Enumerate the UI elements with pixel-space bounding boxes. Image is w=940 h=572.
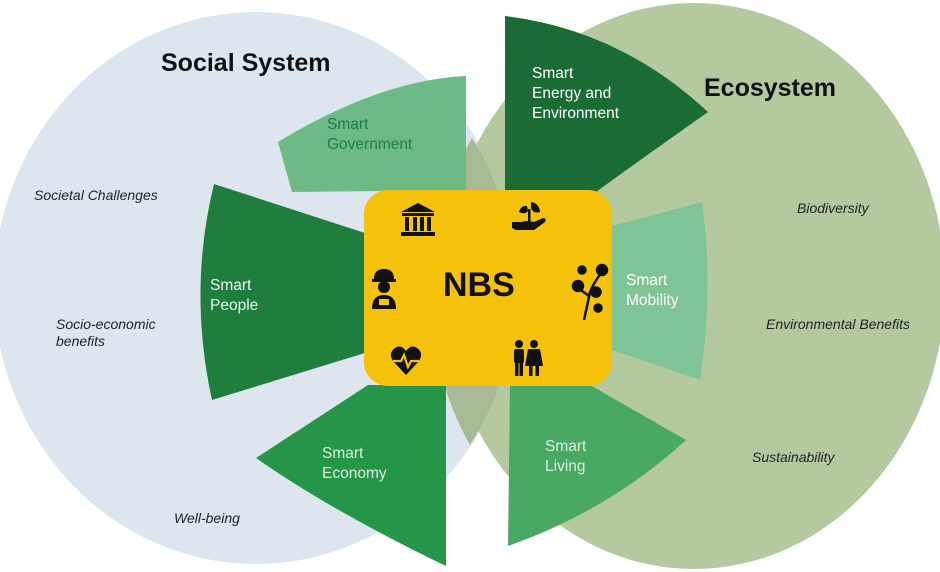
social-note-well-being: Well-being <box>174 510 240 526</box>
segment-smart-government <box>278 76 466 192</box>
nbs-center-box <box>364 190 612 386</box>
plant-in-hand-icon <box>512 202 546 230</box>
couple-icon <box>514 340 543 376</box>
social-note-socio-economic: Socio-economic benefits <box>56 316 156 349</box>
segment-label-smart-government: Smart Government <box>327 116 413 153</box>
segment-label-smart-energy: Smart Energy and Environment <box>532 65 620 122</box>
segment-smart-living <box>508 385 686 546</box>
segment-smart-people <box>200 184 368 400</box>
flower-branch-icon <box>571 263 609 321</box>
eco-note-environmental-benefits: Environmental Benefits <box>766 316 910 332</box>
ecosystem-title: Ecosystem <box>704 74 837 102</box>
segment-label-smart-people: Smart People <box>210 277 259 314</box>
eco-note-sustainability: Sustainability <box>752 449 835 465</box>
social-system-title: Social System <box>161 49 331 77</box>
worker-icon <box>372 269 396 309</box>
heart-pulse-icon <box>390 346 422 375</box>
eco-note-biodiversity: Biodiversity <box>797 200 869 216</box>
segment-label-smart-mobility: Smart Mobility <box>626 272 679 309</box>
social-note-societal-challenges: Societal Challenges <box>34 187 158 203</box>
nbs-center-label: NBS <box>443 266 515 304</box>
segment-smart-economy <box>256 385 446 566</box>
segment-label-smart-economy: Smart Economy <box>322 445 387 482</box>
bank-icon <box>401 203 435 236</box>
segment-smart-mobility <box>612 202 708 380</box>
segment-smart-energy <box>505 16 708 195</box>
segment-label-smart-living: Smart Living <box>545 438 587 475</box>
